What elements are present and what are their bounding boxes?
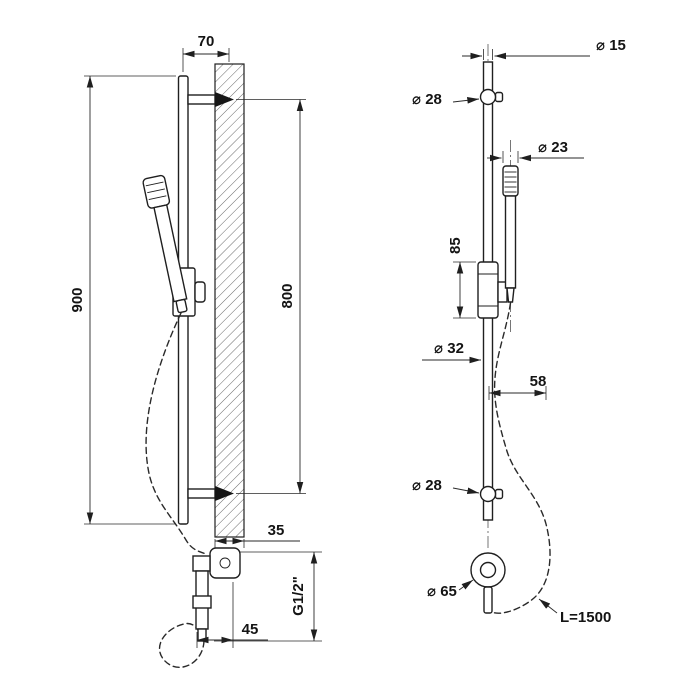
- dim-rail-diameter: ⌀ 15: [462, 37, 626, 60]
- dim-top-bracket-diameter: ⌀ 28: [412, 91, 480, 108]
- bottom-bracket-front: [479, 485, 504, 503]
- handshower-tip-side: [175, 298, 188, 314]
- handshower-side: [142, 174, 188, 314]
- handshower-head-front: [502, 165, 519, 197]
- dim-handshower-diameter: ⌀ 23: [487, 139, 584, 163]
- dim-l1500-label: L=1500: [560, 609, 611, 626]
- top-bracket-side: [187, 92, 234, 107]
- outlet-nut-side: [192, 595, 212, 609]
- dim-d15-label: ⌀ 15: [596, 37, 626, 54]
- outlet-elbow-side: [209, 547, 241, 579]
- dim-900-label: 900: [69, 287, 86, 312]
- dim-wall-offset: 35: [214, 522, 300, 548]
- dim-hose-length: L=1500: [538, 598, 611, 626]
- outlet-connector-side: [192, 555, 211, 572]
- dim-bracket-span: 800: [236, 99, 306, 494]
- bottom-anchor-icon: [215, 486, 234, 501]
- outlet-side: [192, 547, 241, 642]
- dim-45-label: 45: [242, 621, 259, 638]
- dim-35-label: 35: [268, 522, 285, 539]
- dim-d32-label: ⌀ 32: [434, 340, 464, 357]
- left-view: 70 900 800 35: [69, 33, 322, 668]
- hose-front: [491, 302, 551, 614]
- dim-d65-label: ⌀ 65: [427, 583, 457, 600]
- dim-axis-offset: 58: [488, 373, 547, 400]
- bottom-bracket-side: [187, 486, 234, 501]
- outlet-front: [470, 552, 506, 614]
- handshower-tip-front: [506, 287, 515, 303]
- dim-thread: G1/2": [214, 551, 322, 642]
- dim-58-label: 58: [530, 373, 547, 390]
- handshower-front: [502, 165, 519, 303]
- dim-d28-bottom-label: ⌀ 28: [412, 477, 442, 494]
- slider-front: [477, 261, 508, 319]
- dim-bottom-bracket-diameter: ⌀ 28: [412, 477, 480, 495]
- right-view: ⌀ 15 ⌀ 28 ⌀ 23 85 ⌀ 32: [412, 37, 626, 626]
- dim-d23-label: ⌀ 23: [538, 139, 568, 156]
- slider-knob-side: [194, 281, 206, 303]
- dim-800-label: 800: [279, 283, 296, 308]
- handshower-head-side: [142, 174, 171, 209]
- top-bracket-front: [479, 88, 504, 106]
- dim-outlet-diameter: ⌀ 65: [427, 579, 474, 600]
- hose-side: [145, 312, 207, 668]
- outlet-thread-side: [197, 628, 207, 642]
- dim-rail-to-wall: 70: [182, 33, 230, 72]
- dim-85-label: 85: [447, 237, 464, 254]
- dim-slider-knob-diameter: ⌀ 32: [422, 340, 481, 364]
- dim-d28-top-label: ⌀ 28: [412, 91, 442, 108]
- wall-section: [214, 63, 245, 538]
- handshower-handle-front: [504, 195, 517, 289]
- dim-slider-length: 85: [447, 237, 476, 319]
- outlet-stem: [483, 586, 493, 614]
- top-anchor-icon: [215, 92, 234, 107]
- dim-outlet-offset: 45: [196, 582, 268, 648]
- wall-hatch: [214, 63, 245, 538]
- outlet-hole: [479, 561, 497, 579]
- dim-70-label: 70: [198, 33, 215, 50]
- dim-total-height: 900: [69, 75, 176, 525]
- dim-g12-label: G1/2": [290, 576, 307, 616]
